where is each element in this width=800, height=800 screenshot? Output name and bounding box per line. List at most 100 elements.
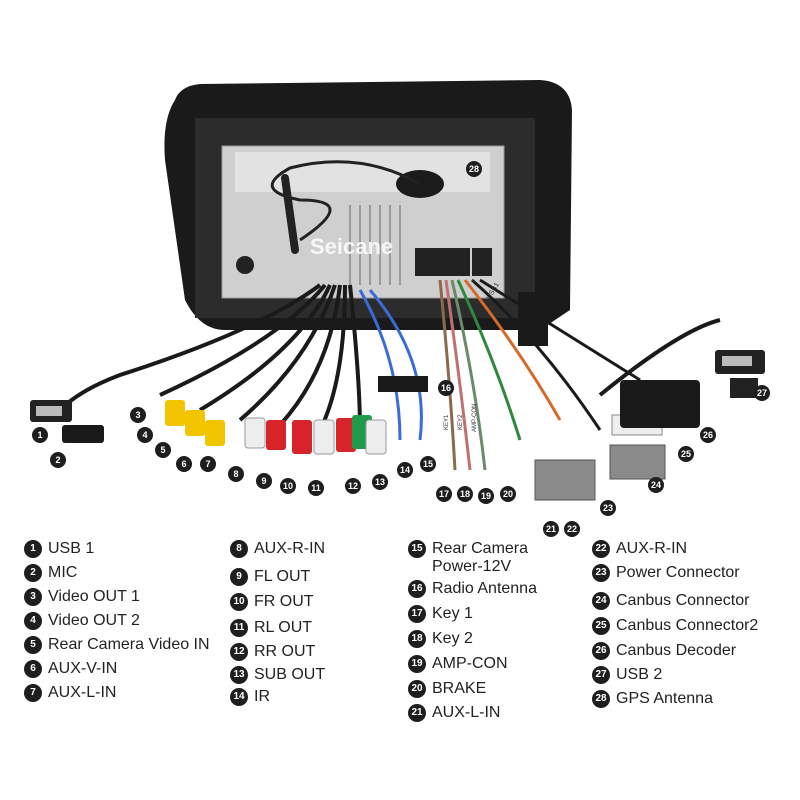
callout-18: 18 — [457, 486, 473, 502]
legend-label: Canbus Decoder — [616, 642, 737, 659]
legend-label: USB 2 — [616, 666, 663, 683]
legend-label: RR OUT — [254, 643, 316, 660]
legend-item: 28 GPS Antenna — [592, 690, 713, 708]
callout-12: 12 — [345, 478, 361, 494]
callout-5: 5 — [155, 442, 171, 458]
head-unit-illustration: Seicane — [30, 80, 765, 501]
callout-27: 27 — [754, 385, 770, 401]
callout-19: 19 — [478, 488, 494, 504]
legend-number-badge: 10 — [230, 593, 248, 611]
callout-11: 11 — [308, 480, 324, 496]
legend-label: Video OUT 1 — [48, 588, 140, 605]
legend-label: GPS Antenna — [616, 690, 713, 707]
legend-label: IR — [254, 688, 270, 705]
legend-item: 23 Power Connector — [592, 564, 740, 582]
callout-20: 20 — [500, 486, 516, 502]
legend-item: 20 BRAKE — [408, 680, 486, 698]
callout-23: 23 — [600, 500, 616, 516]
callout-17: 17 — [436, 486, 452, 502]
camera-power-lead — [368, 289, 423, 441]
legend-number-badge: 16 — [408, 580, 426, 598]
legend-item: 18 Key 2 — [408, 630, 473, 648]
legend-label: RL OUT — [254, 619, 313, 636]
legend-label: AUX-L-IN — [432, 704, 501, 721]
legend-number-badge: 22 — [592, 540, 610, 558]
canbus-connector — [609, 444, 666, 480]
legend-number-badge: 28 — [592, 690, 610, 708]
legend-label: Key 2 — [432, 630, 473, 647]
legend-number-badge: 3 — [24, 588, 42, 606]
legend-number-badge: 19 — [408, 655, 426, 673]
amp-wire-tag: AMP-CON — [472, 404, 478, 432]
legend-label: USB 1 — [48, 540, 95, 557]
callout-7: 7 — [200, 456, 216, 472]
callout-21: 21 — [543, 521, 559, 537]
legend-label: FL OUT — [254, 568, 311, 585]
callout-9: 9 — [256, 473, 272, 489]
key2-wire-tag: KEY2 — [458, 414, 464, 430]
legend-number-badge: 18 — [408, 630, 426, 648]
secondary-socket — [472, 248, 492, 276]
callout-2: 2 — [50, 452, 66, 468]
main-harness-socket — [415, 248, 470, 276]
right-wire-bundle — [438, 278, 641, 471]
legend-number-badge: 4 — [24, 612, 42, 630]
legend-item: 2 MIC — [24, 564, 77, 582]
legend-label: AUX-R-IN — [616, 540, 688, 557]
callout-26: 26 — [700, 427, 716, 443]
watermark-text: Seicane — [310, 234, 393, 259]
callout-4: 4 — [137, 427, 153, 443]
legend-number-badge: 23 — [592, 564, 610, 582]
wifi-antenna — [281, 174, 299, 254]
callout-28: 28 — [466, 161, 482, 177]
rca-plugs — [165, 400, 387, 455]
legend-number-badge: 20 — [408, 680, 426, 698]
legend-number-badge: 5 — [24, 636, 42, 654]
callout-10: 10 — [280, 478, 296, 494]
callout-13: 13 — [372, 474, 388, 490]
legend-number-badge: 2 — [24, 564, 42, 582]
legend-item: 10 FR OUT — [230, 593, 314, 611]
left-cable-bundle — [58, 283, 362, 431]
legend-item: 3 Video OUT 1 — [24, 588, 140, 606]
callout-24: 24 — [648, 477, 664, 493]
legend-number-badge: 1 — [24, 540, 42, 558]
legend-label: Key 1 — [432, 605, 473, 622]
legend-label: Power Connector — [616, 564, 740, 581]
legend-item: 13 SUB OUT — [230, 666, 325, 684]
round-antenna-jack — [236, 256, 254, 274]
legend-number-badge: 15 — [408, 540, 426, 558]
legend-number-badge: 13 — [230, 666, 248, 684]
usb2-cable — [598, 318, 721, 397]
ir-lead — [358, 289, 402, 441]
legend-number-badge: 12 — [230, 643, 248, 661]
product-photo: Seicane — [30, 80, 770, 537]
callout-8: 8 — [228, 466, 244, 482]
legend-label: SUB OUT — [254, 666, 326, 683]
usb2-extra-box — [730, 378, 758, 398]
legend-label: Canbus Connector — [616, 592, 750, 609]
legend-label: BRAKE — [432, 680, 487, 697]
legend-item: 27 USB 2 — [592, 666, 662, 684]
callout-22: 22 — [564, 521, 580, 537]
legend-label: FR OUT — [254, 593, 314, 610]
power-connector — [534, 459, 596, 501]
legend-number-badge: 21 — [408, 704, 426, 722]
legend-label: AUX-R-IN — [254, 540, 326, 557]
legend-label: MIC — [48, 564, 78, 581]
legend-number-badge: 14 — [230, 688, 248, 706]
legend-item: 14 IR — [230, 688, 270, 706]
legend-item: 22 AUX-R-IN — [592, 540, 687, 558]
legend-label: AUX-V-IN — [48, 660, 118, 677]
legend-number-badge: 27 — [592, 666, 610, 684]
